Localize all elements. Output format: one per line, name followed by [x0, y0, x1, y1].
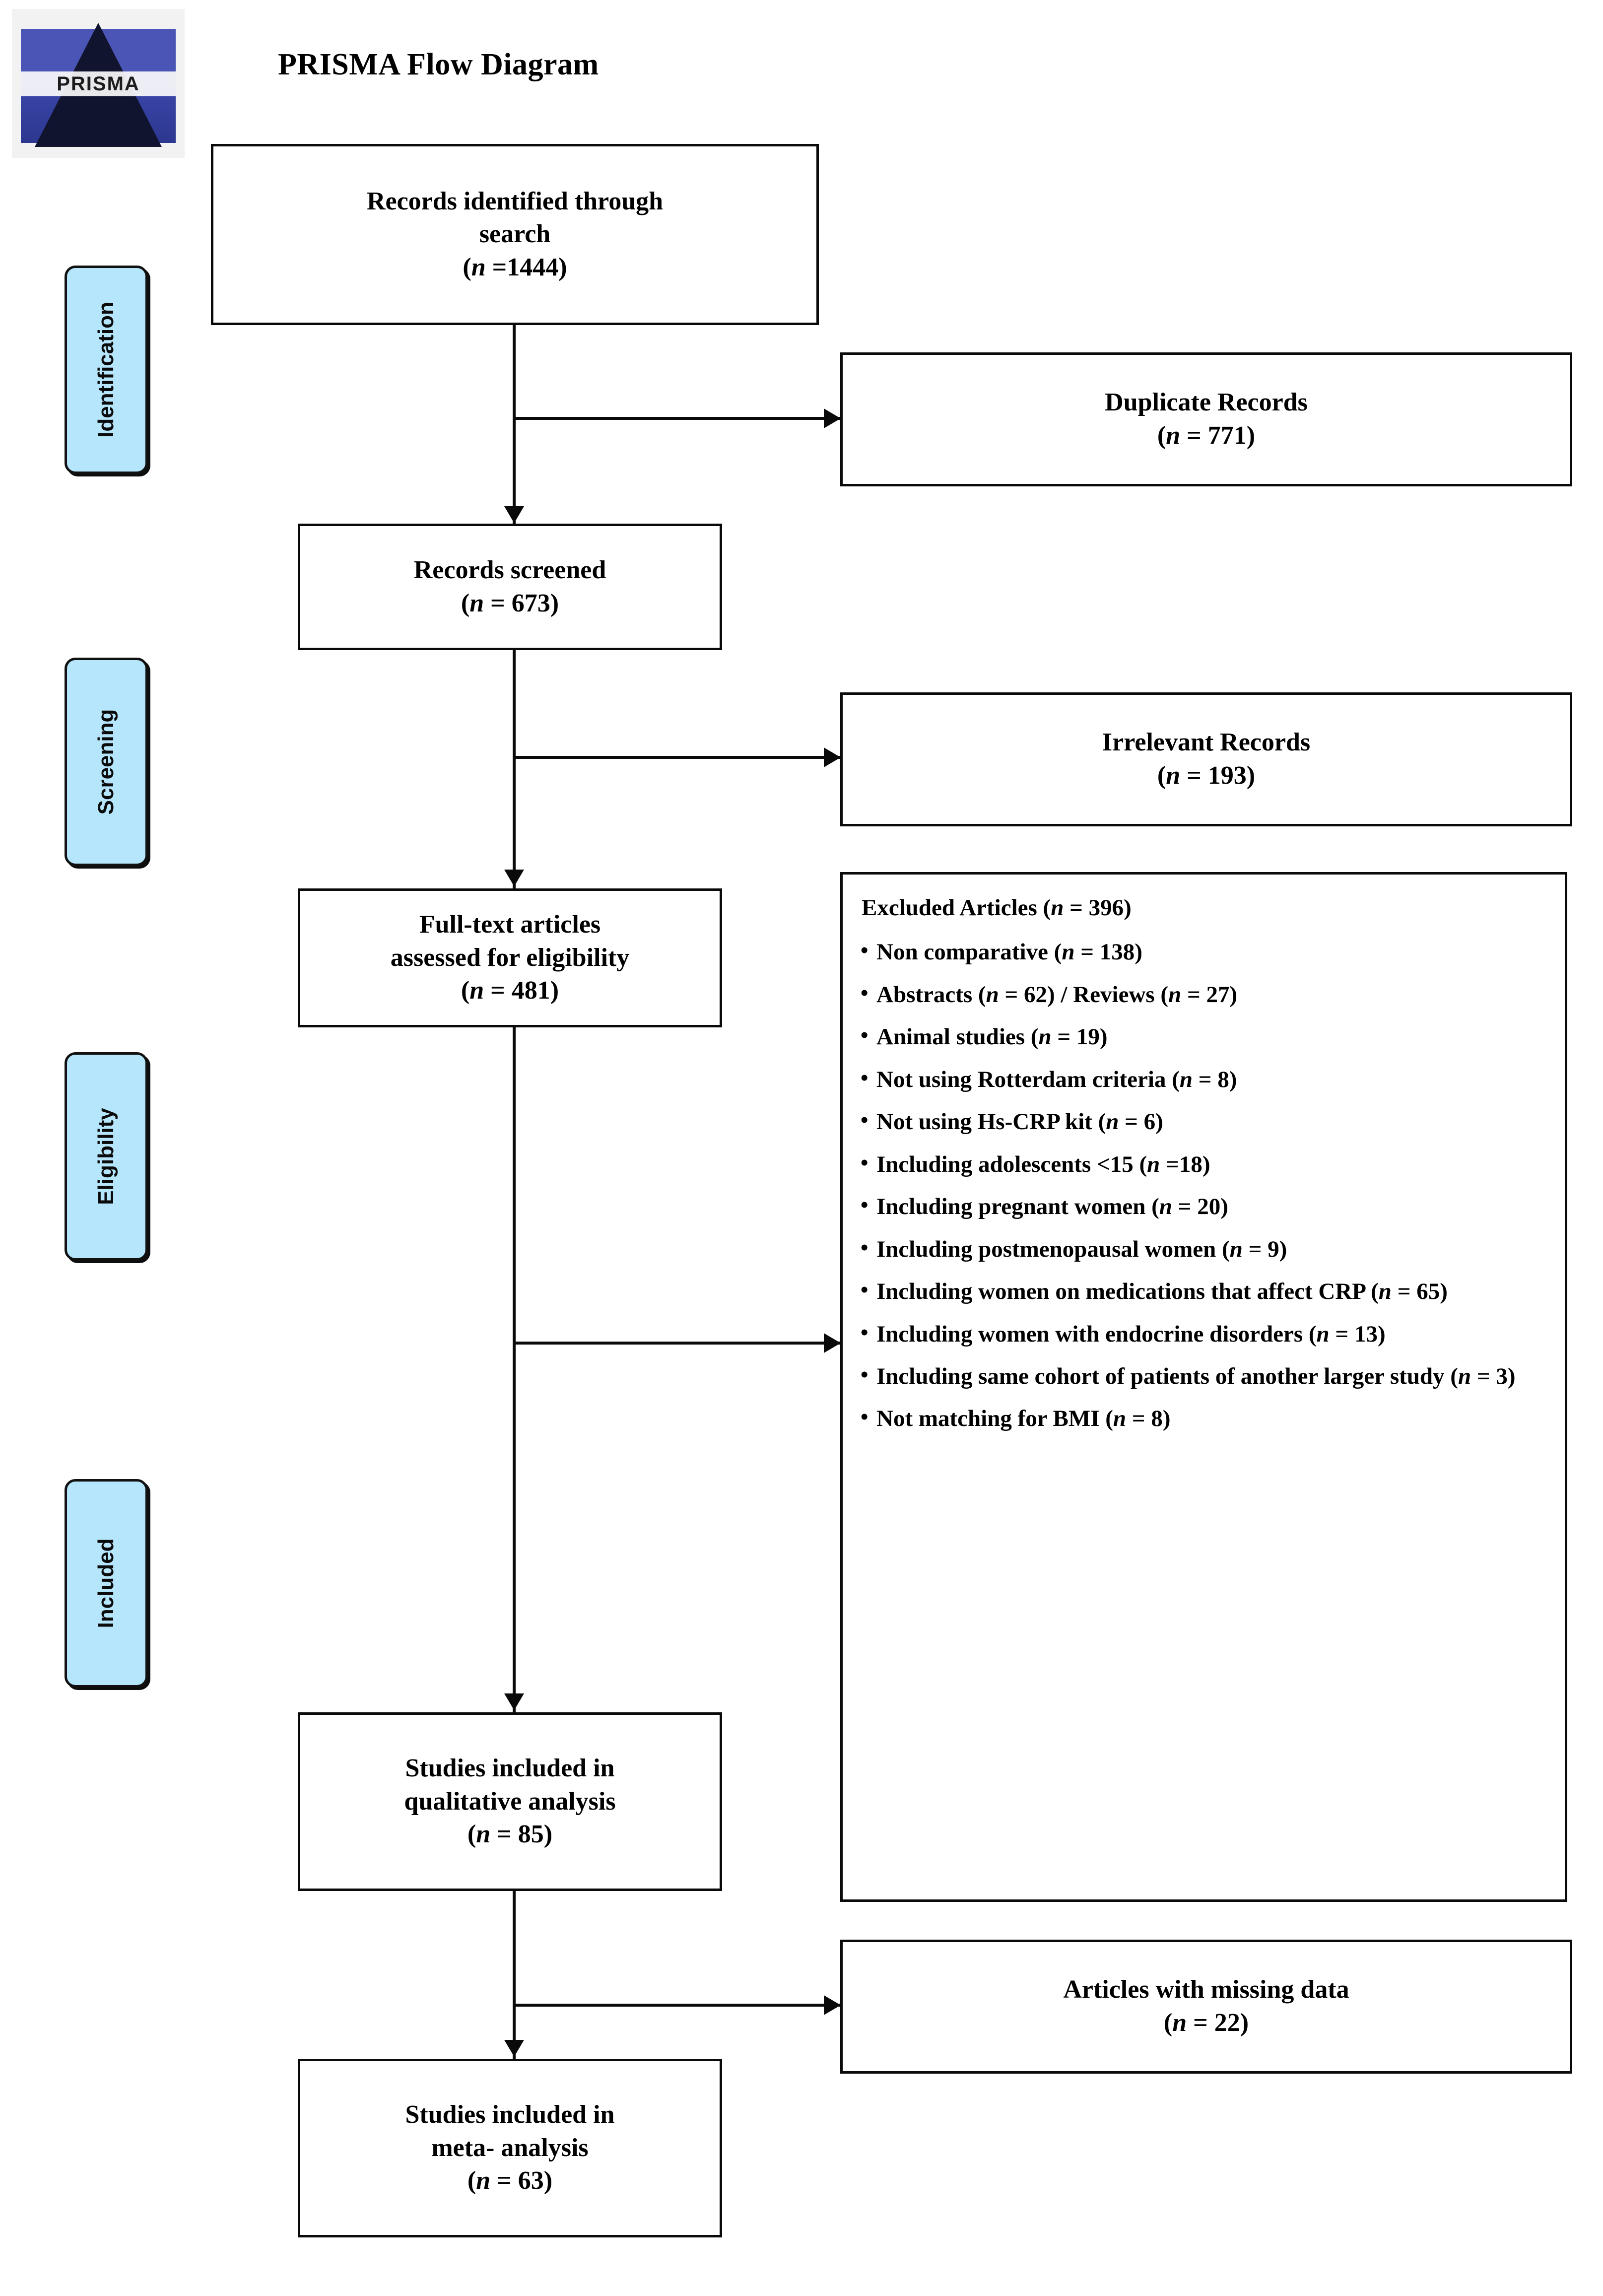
stage-label-identification: Identification	[94, 302, 118, 438]
excluded-list: Non comparative (n = 138) Abstracts (n =…	[860, 938, 1550, 1432]
arrow-right-excluded	[824, 1333, 841, 1353]
stage-label-screening: Screening	[94, 709, 118, 815]
box-line-1: Records screened	[413, 555, 606, 584]
box-articles-missing-data: Articles with missing data (n = 22)	[840, 1940, 1572, 2074]
connector-screened-fulltext	[513, 645, 516, 888]
connector-fulltext-excluded	[513, 1342, 840, 1345]
connector-fulltext-qualitative	[513, 1022, 516, 1712]
list-item: Not using Hs-CRP kit (n = 6)	[860, 1107, 1550, 1136]
stage-pill-identification: Identification	[65, 266, 148, 474]
box-line-2: search	[479, 220, 551, 249]
list-item: Abstracts (n = 62) / Reviews (n = 27)	[860, 980, 1550, 1009]
arrow-down-meta	[504, 2040, 524, 2057]
connector-identified-duplicates	[513, 417, 840, 420]
box-records-identified: Records identified through search (n =14…	[211, 144, 819, 325]
box-line-2: (n = 193)	[1157, 761, 1256, 790]
prisma-logo-icon: PRISMA	[12, 9, 185, 158]
list-item: Including adolescents <15 (n =18)	[860, 1150, 1550, 1178]
connector-qualitative-meta	[513, 1886, 516, 2060]
list-item: Not matching for BMI (n = 8)	[860, 1404, 1550, 1432]
box-irrelevant-records: Irrelevant Records (n = 193)	[840, 692, 1572, 826]
box-line-3: (n = 85)	[467, 1820, 553, 1849]
box-line-3: (n = 63)	[467, 2166, 553, 2195]
box-line-3: (n =1444)	[463, 253, 567, 281]
box-records-screened: Records screened (n = 673)	[298, 524, 722, 650]
stage-pill-included: Included	[65, 1479, 148, 1688]
box-duplicate-records: Duplicate Records (n = 771)	[840, 352, 1572, 486]
arrow-right-duplicates	[824, 408, 841, 428]
box-line-2: assessed for eligibility	[390, 943, 630, 972]
stage-pill-eligibility: Eligibility	[65, 1052, 148, 1261]
list-item: Including same cohort of patients of ano…	[860, 1362, 1550, 1390]
stage-label-eligibility: Eligibility	[94, 1108, 118, 1205]
arrow-down-screened	[504, 506, 524, 523]
box-line-2: (n = 673)	[461, 589, 559, 617]
box-fulltext-assessed: Full-text articles assessed for eligibil…	[298, 888, 722, 1027]
box-excluded-articles: Excluded Articles (n = 396) Non comparat…	[840, 872, 1567, 1902]
logo-wordmark: PRISMA	[57, 73, 140, 95]
box-line-2: qualitative analysis	[404, 1787, 616, 1816]
box-line-2: (n = 22)	[1163, 2009, 1249, 2037]
stage-pill-screening: Screening	[65, 658, 148, 866]
box-line-1: Duplicate Records	[1105, 388, 1308, 417]
box-line-1: Records identified through	[366, 187, 664, 215]
arrow-down-fulltext	[504, 870, 524, 886]
box-line-1: Irrelevant Records	[1102, 728, 1311, 757]
list-item: Including postmenopausal women (n = 9)	[860, 1235, 1550, 1263]
connector-qualitative-missing	[513, 2004, 840, 2007]
arrow-down-qualitative	[504, 1693, 524, 1710]
list-item: Animal studies (n = 19)	[860, 1022, 1550, 1051]
box-line-1: Studies included in	[405, 2100, 615, 2129]
box-meta-analysis: Studies included in meta- analysis (n = …	[298, 2059, 722, 2237]
logo-stripe	[21, 71, 176, 96]
list-item: Including women with endocrine disorders…	[860, 1320, 1550, 1348]
list-item: Including women on medications that affe…	[860, 1277, 1550, 1305]
box-line-1: Articles with missing data	[1063, 1975, 1349, 2004]
box-line-2: (n = 771)	[1157, 421, 1256, 450]
connector-identified-screened	[513, 318, 516, 524]
stage-label-included: Included	[94, 1538, 118, 1628]
arrow-right-irrelevant	[824, 747, 841, 767]
page-title: PRISMA Flow Diagram	[278, 48, 599, 81]
list-item: Including pregnant women (n = 20)	[860, 1192, 1550, 1220]
connector-screened-irrelevant	[513, 756, 840, 759]
box-line-1: Full-text articles	[419, 910, 601, 939]
list-item: Non comparative (n = 138)	[860, 938, 1550, 966]
list-item: Not using Rotterdam criteria (n = 8)	[860, 1065, 1550, 1093]
arrow-right-missing	[824, 1995, 841, 2015]
box-line-1: Studies included in	[405, 1754, 615, 1783]
box-qualitative-analysis: Studies included in qualitative analysis…	[298, 1712, 722, 1891]
box-line-2: meta- analysis	[431, 2133, 589, 2162]
excluded-header: Excluded Articles (n = 396)	[862, 895, 1132, 921]
box-line-3: (n = 481)	[461, 976, 559, 1005]
